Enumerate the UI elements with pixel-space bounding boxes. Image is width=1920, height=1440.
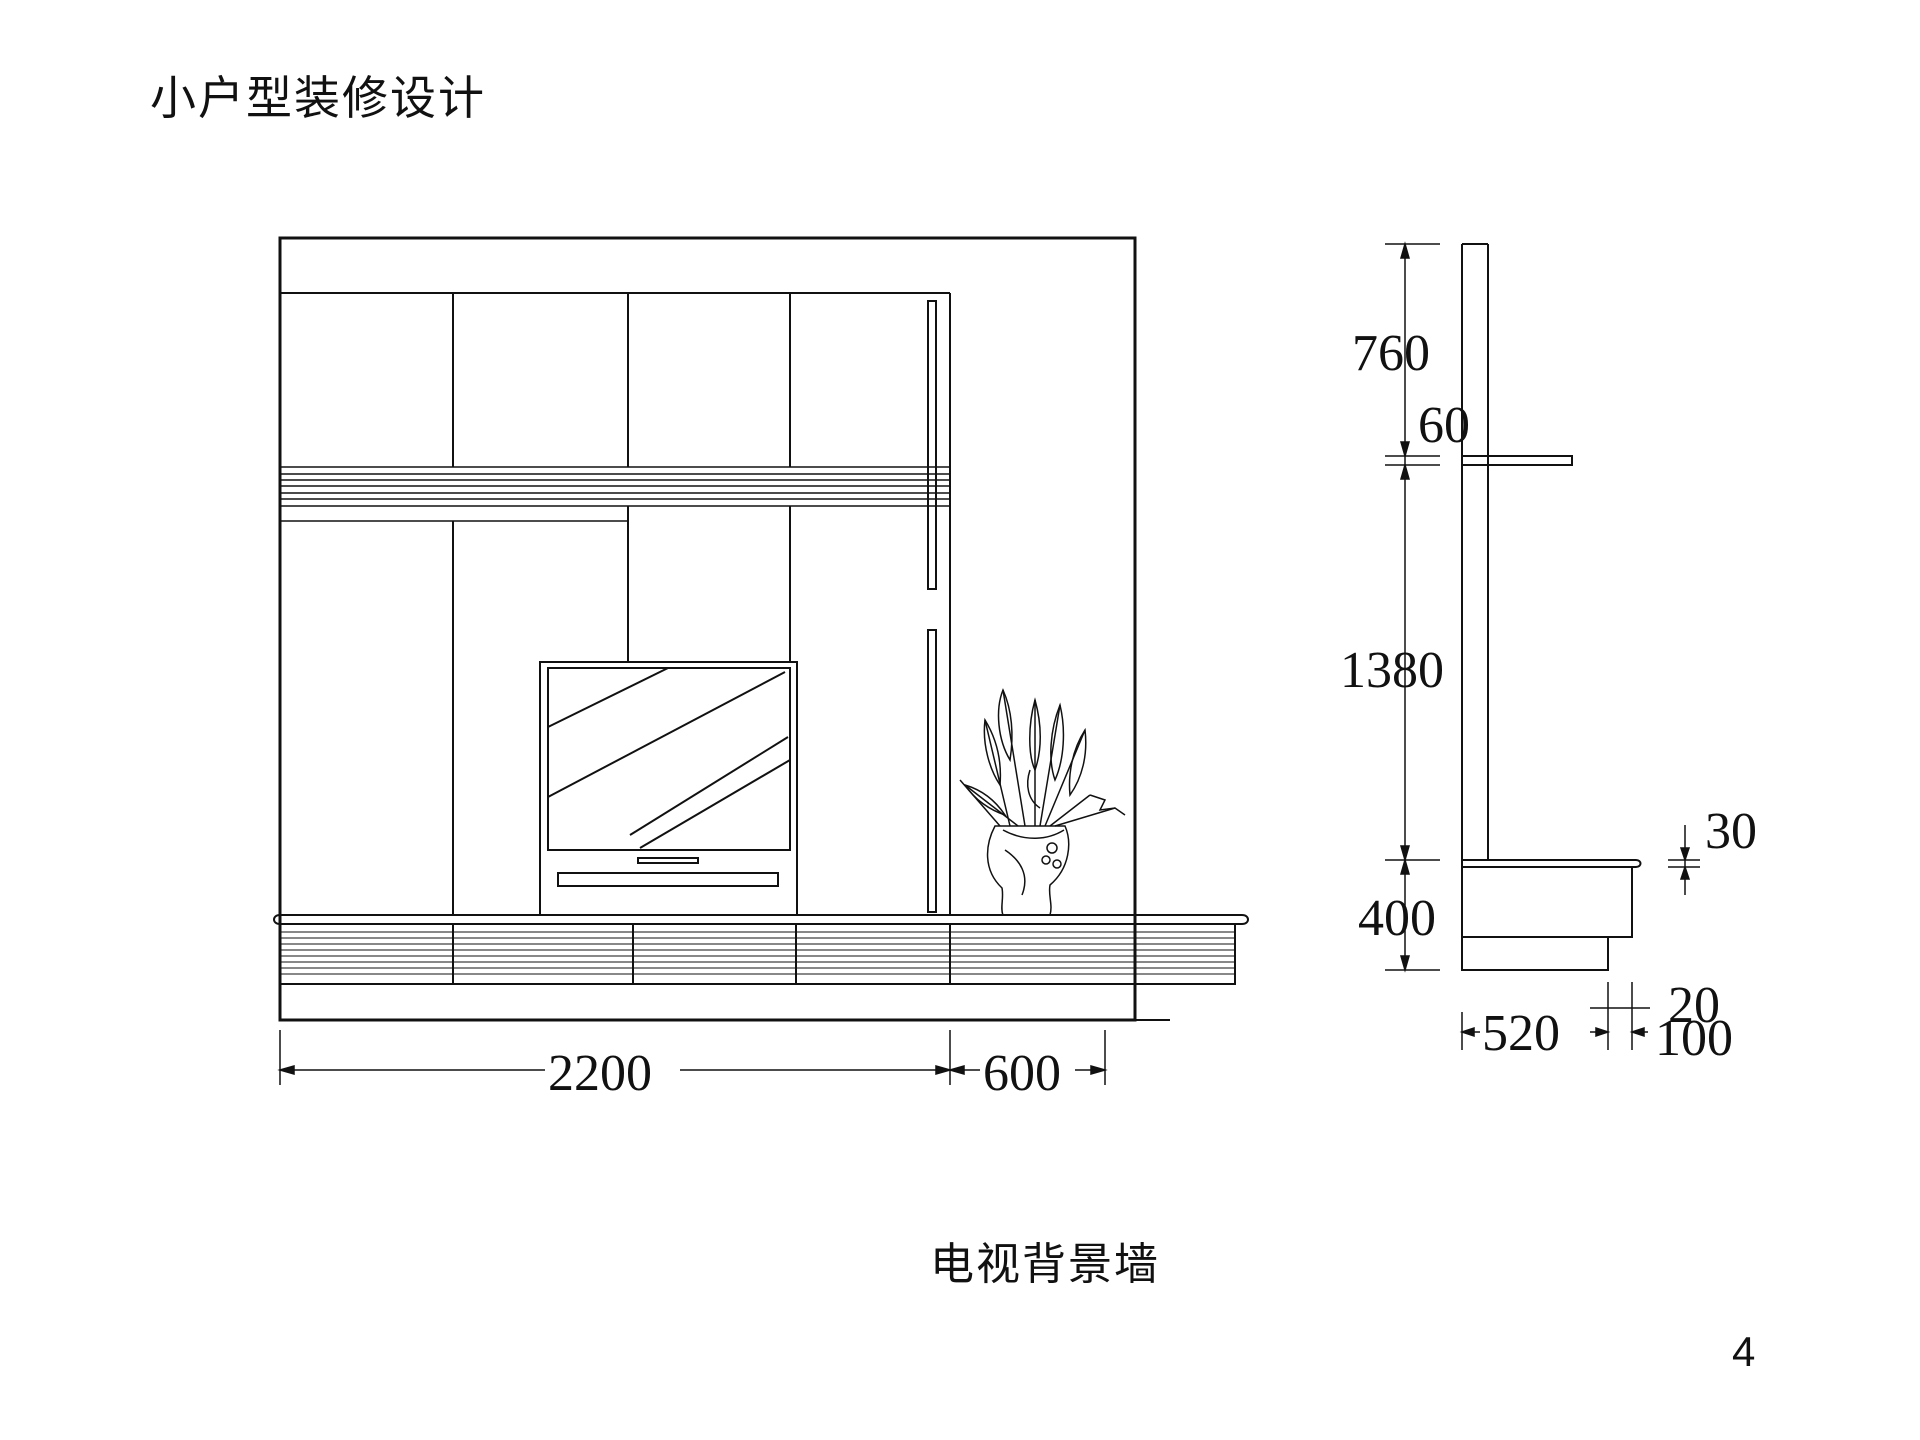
page-number: 4 — [1732, 1328, 1756, 1375]
side-cabinet — [1461, 859, 1642, 971]
side-horizontal-dimension — [1459, 982, 1650, 1050]
side-shelf — [1461, 455, 1573, 466]
upper-cabinets — [280, 292, 951, 915]
dim-front-thickness: 100 — [1655, 1010, 1733, 1067]
lower-panels — [452, 506, 791, 915]
dimension-labels: 2200 600 760 60 1380 400 30 520 20 100 — [548, 325, 1757, 1102]
shelf-band — [280, 466, 950, 522]
dim-overhang: 20 — [1668, 977, 1720, 1034]
dim-shelf-thickness: 60 — [1418, 397, 1470, 454]
dim-height-cabinet: 400 — [1358, 890, 1436, 947]
side-vertical-dimension — [1385, 241, 1700, 973]
front-elevation — [273, 236, 1249, 1085]
plant-in-vase — [959, 688, 1126, 916]
dim-height-middle: 1380 — [1340, 642, 1444, 699]
side-section — [1385, 241, 1700, 1050]
drawing-caption: 电视背景墙 — [930, 1239, 1160, 1290]
page-title: 小户型装修设计 — [150, 71, 486, 125]
television — [539, 661, 798, 916]
tv-cabinet — [273, 914, 1249, 1021]
dim-depth-cabinet: 520 — [1482, 1005, 1560, 1062]
dim-top-thickness: 30 — [1705, 803, 1757, 860]
light-strip — [927, 300, 937, 913]
dim-height-top: 760 — [1352, 325, 1430, 382]
wall-outline — [278, 236, 1137, 1022]
dim-width-side: 600 — [983, 1045, 1061, 1102]
front-dimension-line — [277, 1030, 1108, 1085]
dim-width-main: 2200 — [548, 1045, 652, 1102]
